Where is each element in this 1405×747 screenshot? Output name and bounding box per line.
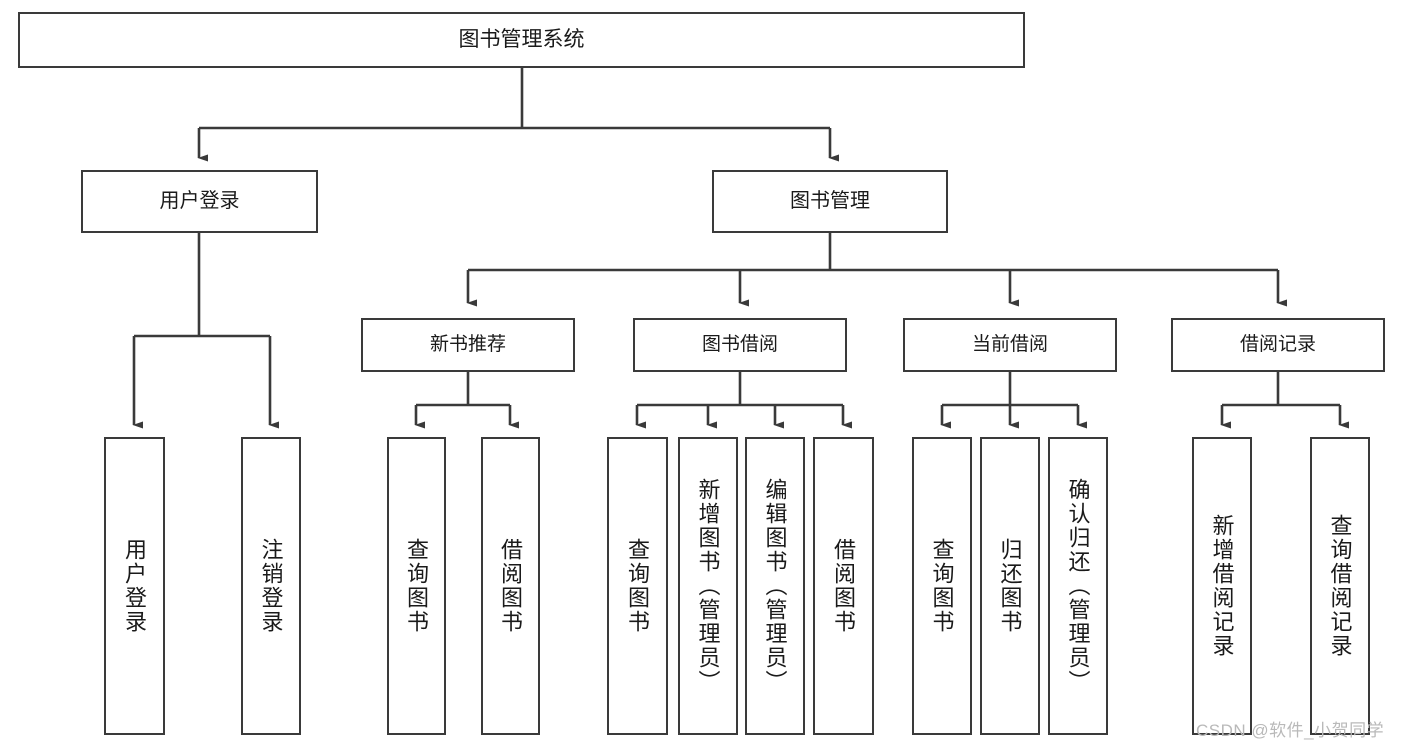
node-book-borrow[interactable]: 图书借阅 bbox=[633, 318, 847, 372]
leaf-return-book-label: 归还图书 bbox=[997, 538, 1023, 634]
leaf-edit-book[interactable]: 编辑图书（管理员） bbox=[745, 437, 805, 735]
leaf-query-book-3-label: 查询图书 bbox=[929, 538, 955, 634]
leaf-add-book-label: 新增图书（管理员） bbox=[695, 478, 721, 694]
leaf-borrow-book-1[interactable]: 借阅图书 bbox=[481, 437, 540, 735]
leaf-query-book-2-label: 查询图书 bbox=[625, 538, 651, 634]
leaf-query-book-3[interactable]: 查询图书 bbox=[912, 437, 972, 735]
node-new-book-recommend[interactable]: 新书推荐 bbox=[361, 318, 575, 372]
leaf-query-book-1[interactable]: 查询图书 bbox=[387, 437, 446, 735]
csdn-watermark: CSDN @软件_小贺同学 bbox=[1196, 721, 1385, 740]
leaf-borrow-book-1-label: 借阅图书 bbox=[498, 538, 524, 634]
node-borrow-record-label: 借阅记录 bbox=[1239, 334, 1316, 356]
node-user-login[interactable]: 用户登录 bbox=[81, 170, 318, 233]
node-current-borrow-label: 当前借阅 bbox=[971, 334, 1048, 356]
node-root[interactable]: 图书管理系统 bbox=[18, 12, 1025, 68]
node-book-manage-label: 图书管理 bbox=[790, 190, 870, 212]
node-current-borrow[interactable]: 当前借阅 bbox=[903, 318, 1117, 372]
leaf-borrow-book-2-label: 借阅图书 bbox=[831, 538, 857, 634]
node-book-borrow-label: 图书借阅 bbox=[701, 334, 778, 356]
leaf-return-book[interactable]: 归还图书 bbox=[980, 437, 1040, 735]
leaf-logout-label: 注销登录 bbox=[258, 538, 284, 634]
leaf-user-login[interactable]: 用户登录 bbox=[104, 437, 165, 735]
leaf-borrow-book-2[interactable]: 借阅图书 bbox=[813, 437, 874, 735]
node-root-label: 图书管理系统 bbox=[458, 27, 585, 51]
leaf-query-borrow-record[interactable]: 查询借阅记录 bbox=[1310, 437, 1370, 735]
node-borrow-record[interactable]: 借阅记录 bbox=[1171, 318, 1385, 372]
leaf-query-book-2[interactable]: 查询图书 bbox=[607, 437, 668, 735]
leaf-add-borrow-record[interactable]: 新增借阅记录 bbox=[1192, 437, 1252, 735]
node-user-login-label: 用户登录 bbox=[159, 190, 240, 212]
leaf-query-borrow-record-label: 查询借阅记录 bbox=[1327, 514, 1353, 658]
leaf-query-book-1-label: 查询图书 bbox=[404, 538, 430, 634]
leaf-add-book[interactable]: 新增图书（管理员） bbox=[678, 437, 738, 735]
leaf-user-login-label: 用户登录 bbox=[122, 538, 148, 634]
leaf-confirm-return[interactable]: 确认归还（管理员） bbox=[1048, 437, 1108, 735]
node-new-book-recommend-label: 新书推荐 bbox=[429, 334, 506, 356]
leaf-edit-book-label: 编辑图书（管理员） bbox=[762, 478, 788, 694]
leaf-logout[interactable]: 注销登录 bbox=[241, 437, 301, 735]
leaf-add-borrow-record-label: 新增借阅记录 bbox=[1209, 514, 1235, 658]
node-book-manage[interactable]: 图书管理 bbox=[712, 170, 948, 233]
leaf-confirm-return-label: 确认归还（管理员） bbox=[1065, 478, 1091, 694]
